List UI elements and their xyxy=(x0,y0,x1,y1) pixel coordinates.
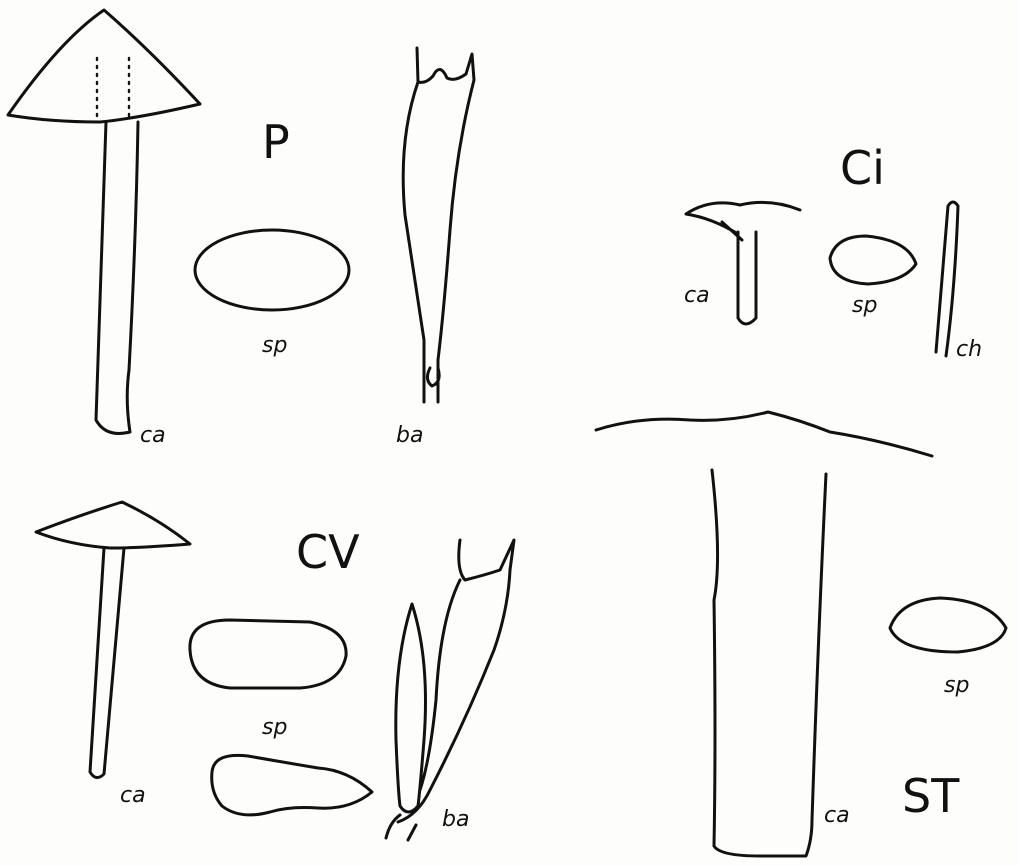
p-stipe xyxy=(96,122,138,434)
p-title: P xyxy=(262,115,290,169)
ci-cap xyxy=(686,202,800,240)
panel-ci: Ci ca sp ch xyxy=(684,141,982,362)
p-spore xyxy=(195,230,349,310)
st-cap xyxy=(596,412,932,456)
cv-title: CV xyxy=(296,525,360,579)
cv-stipe xyxy=(90,548,124,778)
cv-cap-label: ca xyxy=(120,783,146,808)
p-cap-label: ca xyxy=(140,423,166,448)
cv-cap xyxy=(36,502,190,548)
ci-cap-label: ca xyxy=(684,283,710,308)
st-spore xyxy=(890,598,1006,652)
cv-spore-label: sp xyxy=(262,715,287,740)
st-stipe xyxy=(712,470,826,856)
cv-spore-lower xyxy=(212,755,372,815)
ci-spore xyxy=(830,236,916,284)
cv-basidium xyxy=(386,540,514,840)
p-cap xyxy=(8,10,200,122)
p-basidium-label: ba xyxy=(396,423,423,448)
cv-spore-upper xyxy=(190,620,346,688)
st-cap-label: ca xyxy=(824,803,850,828)
p-basidium xyxy=(403,48,474,402)
panel-p: P ca sp ba xyxy=(8,10,474,448)
cv-basidium-label: ba xyxy=(442,807,469,832)
ci-title: Ci xyxy=(840,141,885,195)
ci-spore-label: sp xyxy=(852,293,877,318)
panel-st: ST ca sp xyxy=(596,412,1006,856)
st-title: ST xyxy=(902,769,960,823)
ci-stipe xyxy=(738,232,756,324)
p-spore-label: sp xyxy=(262,333,287,358)
st-spore-label: sp xyxy=(944,673,969,698)
panel-cv: CV ca sp ba xyxy=(36,502,514,840)
ci-cheilocystidium xyxy=(936,202,958,356)
ci-cheilocystidium-label: ch xyxy=(956,337,982,362)
